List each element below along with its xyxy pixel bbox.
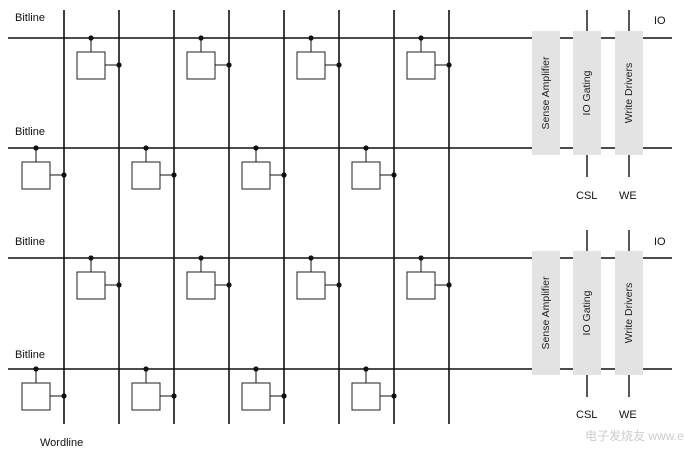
wordline-node xyxy=(171,172,177,178)
csl-label-1: CSL xyxy=(576,190,597,202)
wordline-node xyxy=(61,172,67,178)
bitline-node xyxy=(198,255,204,261)
io-label-2: IO xyxy=(654,236,666,248)
bitline-node xyxy=(418,255,424,261)
bitline-node xyxy=(143,145,149,151)
wordline-node xyxy=(116,282,122,288)
storage-cell xyxy=(186,271,216,300)
storage-cell xyxy=(76,271,106,300)
bitline-node xyxy=(143,366,149,372)
storage-cell xyxy=(241,382,271,411)
wordline-node xyxy=(281,393,287,399)
storage-cell xyxy=(296,271,326,300)
io-gating-label: IO Gating xyxy=(581,290,593,335)
bitline-node xyxy=(418,35,424,41)
storage-cell xyxy=(351,161,381,190)
storage-cell xyxy=(351,382,381,411)
write-drivers-label: Write Drivers xyxy=(623,283,635,343)
wordline-node xyxy=(116,62,122,68)
bitline-node xyxy=(33,145,39,151)
we-label-1: WE xyxy=(619,190,637,202)
storage-cell xyxy=(406,271,436,300)
sense-amplifier-block xyxy=(532,251,560,375)
bitline-node xyxy=(363,145,369,151)
bitline-node xyxy=(253,366,259,372)
we-label-2: WE xyxy=(619,409,637,421)
write-drivers-label: Write Drivers xyxy=(623,63,635,123)
wordline-node xyxy=(226,62,232,68)
storage-cell xyxy=(21,382,51,411)
bitline-label-3: Bitline xyxy=(15,236,45,248)
storage-cell xyxy=(131,161,161,190)
wordline-node xyxy=(281,172,287,178)
storage-cell xyxy=(296,51,326,80)
sense-amplifier-label: Sense Amplifier xyxy=(540,276,552,349)
grid-lines xyxy=(8,10,672,424)
bitline-node xyxy=(308,255,314,261)
wordline-node xyxy=(226,282,232,288)
wordline-node xyxy=(171,393,177,399)
wordline-node xyxy=(391,172,397,178)
storage-cell xyxy=(21,161,51,190)
io-gating-label: IO Gating xyxy=(581,70,593,115)
bitline-node xyxy=(363,366,369,372)
io-gating-block xyxy=(573,31,601,155)
bitline-node xyxy=(88,35,94,41)
io-label-1: IO xyxy=(654,15,666,27)
bitline-label-2: Bitline xyxy=(15,126,45,138)
bitline-node xyxy=(198,35,204,41)
wordline-node xyxy=(446,282,452,288)
write-drivers-block xyxy=(615,31,643,155)
bitline-node xyxy=(253,145,259,151)
storage-cell xyxy=(241,161,271,190)
memory-cells xyxy=(21,35,452,411)
bitline-node xyxy=(308,35,314,41)
wordline-node xyxy=(336,62,342,68)
wordline-node xyxy=(336,282,342,288)
bitline-label-1: Bitline xyxy=(15,12,45,24)
bitline-node xyxy=(33,366,39,372)
sense-amplifier-label: Sense Amplifier xyxy=(540,56,552,129)
peripheral-blocks xyxy=(532,10,643,397)
bitline-label-4: Bitline xyxy=(15,349,45,361)
wordline-label: Wordline xyxy=(40,437,83,449)
csl-label-2: CSL xyxy=(576,409,597,421)
wordline-node xyxy=(446,62,452,68)
io-gating-block xyxy=(573,251,601,375)
watermark: 电子发烧友 www.elecfans.com xyxy=(585,428,684,443)
wordline-node xyxy=(391,393,397,399)
write-drivers-block xyxy=(615,251,643,375)
storage-cell xyxy=(186,51,216,80)
storage-cell xyxy=(131,382,161,411)
storage-cell xyxy=(76,51,106,80)
bitline-node xyxy=(88,255,94,261)
sense-amplifier-block xyxy=(532,31,560,155)
wordline-node xyxy=(61,393,67,399)
storage-cell xyxy=(406,51,436,80)
